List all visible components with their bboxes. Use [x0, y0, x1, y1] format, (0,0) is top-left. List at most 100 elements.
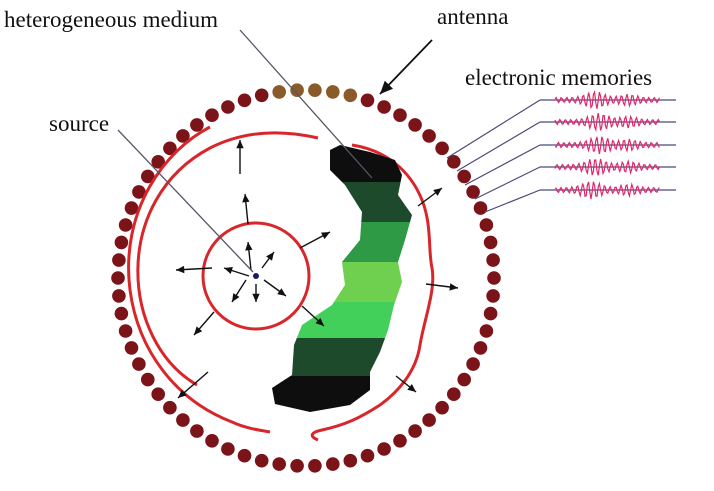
antenna-pointer-icon — [379, 39, 433, 95]
antenna-element — [290, 83, 304, 97]
antenna-element — [486, 253, 500, 267]
antenna-element — [435, 400, 449, 415]
antenna-element — [132, 357, 146, 371]
source-label: source — [49, 111, 110, 136]
antenna-element — [447, 387, 461, 402]
arrow-icon — [263, 279, 287, 297]
antenna-element — [151, 155, 165, 169]
antenna-element — [377, 100, 391, 114]
antenna-element — [466, 185, 480, 199]
antenna-element — [254, 88, 269, 103]
antenna-element — [272, 85, 287, 99]
arrow-icon — [175, 265, 213, 274]
antenna-element — [308, 459, 322, 473]
antenna-element — [393, 108, 407, 122]
antenna-element — [483, 235, 498, 250]
antenna-element — [326, 85, 340, 99]
antenna-element — [326, 457, 340, 471]
antenna-element — [343, 88, 358, 103]
antenna-element — [486, 289, 500, 303]
antenna-element — [114, 235, 129, 250]
antenna-element — [308, 83, 322, 97]
inner-wavefront — [201, 221, 311, 331]
antenna-element — [254, 453, 269, 468]
antenna-element — [435, 141, 449, 156]
antenna-element — [483, 306, 498, 321]
antenna-element — [221, 100, 235, 114]
antenna-element — [151, 387, 165, 402]
antenna-element — [408, 424, 422, 438]
antenna-element — [141, 169, 155, 184]
antenna-element — [360, 448, 375, 463]
middle-wavefront — [136, 131, 319, 387]
antenna-array — [111, 83, 501, 473]
antenna-element — [422, 413, 436, 427]
memory-channel — [464, 136, 676, 186]
medium-band-black-top — [272, 145, 412, 182]
medium-band-dark-2 — [272, 338, 412, 376]
arrow-icon — [301, 305, 325, 327]
electronic-memories-label: electronic memories — [465, 65, 653, 90]
antenna-element — [112, 253, 126, 267]
memory-channel — [474, 158, 676, 200]
arrow-icon — [242, 193, 250, 225]
medium-band-mid-1 — [272, 222, 412, 262]
antenna-element — [457, 169, 472, 184]
antenna-element — [466, 357, 480, 371]
antenna-element — [205, 434, 219, 448]
leader-lines — [117, 29, 373, 273]
antenna-element — [176, 413, 190, 427]
arrow-icon — [193, 311, 215, 336]
antenna-element — [190, 424, 204, 438]
antenna-element — [132, 185, 146, 199]
medium-band-black-bottom — [272, 376, 412, 412]
antenna-element — [118, 218, 133, 232]
arrow-icon — [261, 251, 275, 269]
antenna-element — [124, 341, 139, 355]
antenna-element — [422, 129, 436, 143]
antenna-element — [473, 341, 488, 355]
heterogeneous-medium — [272, 145, 412, 412]
arrow-icon — [245, 241, 253, 271]
antenna-element — [487, 271, 501, 285]
arrow-icon — [299, 231, 331, 249]
antenna-element — [112, 289, 126, 303]
arrow-icon — [177, 371, 209, 399]
arrow-icon — [223, 267, 250, 277]
antenna-element — [237, 448, 252, 463]
antenna-element — [176, 129, 190, 143]
arrow-icon — [252, 284, 260, 302]
antenna-element — [114, 306, 129, 321]
memory-channel — [446, 90, 676, 159]
antenna-element — [290, 459, 304, 473]
antenna-element — [124, 201, 139, 215]
antenna-element — [473, 201, 488, 215]
electronic-memories — [446, 90, 676, 213]
antenna-element — [343, 453, 358, 468]
antenna-element — [237, 93, 252, 108]
antenna-element — [141, 372, 155, 387]
antenna-element — [163, 141, 177, 156]
antenna-label: antenna — [437, 4, 509, 29]
antenna-pointer-arrow — [379, 39, 433, 95]
antenna-element — [190, 118, 204, 132]
antenna-element — [163, 400, 177, 415]
antenna-element — [393, 434, 407, 448]
heterogeneous-medium-label: heterogeneous medium — [4, 7, 218, 32]
propagation-arrows — [175, 140, 459, 399]
arrow-icon — [231, 279, 247, 303]
arrow-icon — [236, 140, 244, 174]
antenna-element — [457, 372, 472, 387]
medium-band-dark-1 — [272, 182, 412, 222]
arrow-icon — [417, 187, 443, 207]
antenna-element — [272, 457, 287, 471]
antenna-element — [118, 324, 133, 338]
antenna-element — [360, 93, 375, 108]
source-leader-line — [117, 129, 254, 273]
antenna-element — [205, 108, 219, 122]
antenna-element — [479, 324, 494, 338]
antenna-element — [479, 218, 494, 232]
arrow-icon — [395, 375, 417, 393]
scattered-wavefront-right — [310, 143, 435, 442]
